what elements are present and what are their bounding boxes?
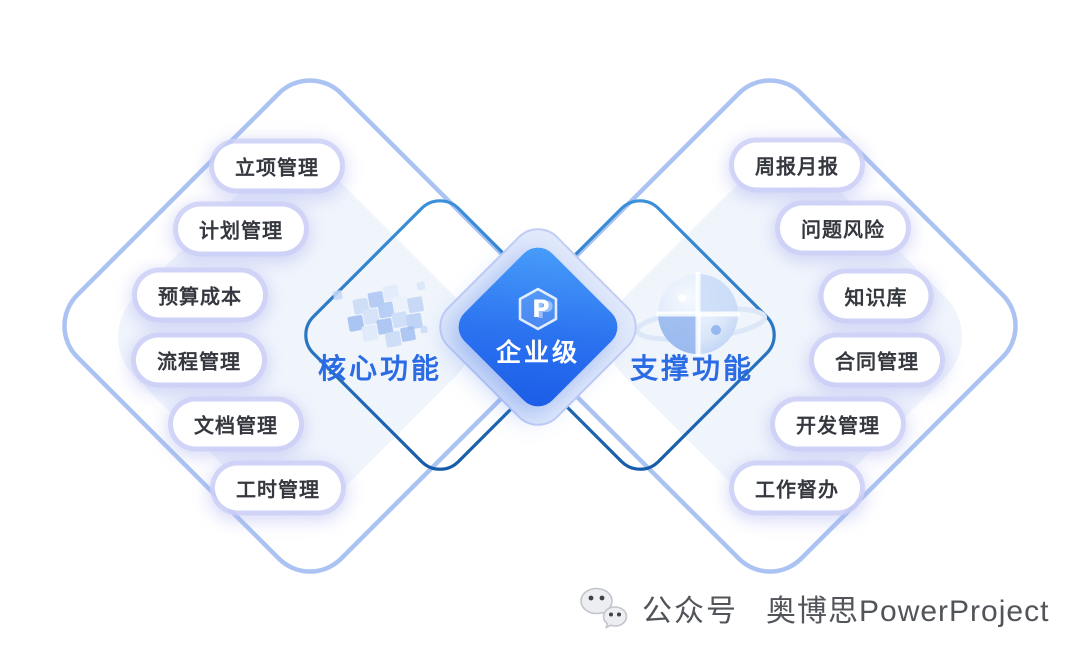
feature-pill-budget-cost: 预算成本 — [137, 272, 263, 318]
wechat-icon — [580, 587, 628, 629]
wechat-account-name: 奥博思PowerProject — [766, 595, 1050, 628]
footer: 公众号 奥博思PowerProject — [578, 586, 1049, 630]
feature-pill-knowledge-base: 知识库 — [823, 273, 929, 319]
feature-pill-document-management: 文档管理 — [173, 401, 299, 447]
feature-pill-dev-management: 开发管理 — [775, 401, 901, 447]
outer-diamond-left — [62, 78, 558, 574]
feature-pill-contract-management: 合同管理 — [814, 337, 940, 383]
svg-text:P: P — [536, 296, 554, 324]
core-functions-title: 核心功能 — [317, 353, 443, 384]
cubes-3d-icon — [332, 281, 428, 348]
wechat-account-label: 公众号 — [642, 595, 738, 628]
feature-pill-work-supervision: 工作督办 — [734, 465, 860, 511]
support-functions-title: 支撑功能 — [629, 353, 755, 384]
powerproject-cube-logo-icon: P P — [518, 287, 558, 330]
feature-pill-issue-risk: 问题风险 — [780, 205, 906, 251]
feature-pill-plan-management: 计划管理 — [178, 206, 304, 252]
enterprise-label: 企业级 — [495, 338, 580, 367]
feature-pill-weekly-monthly-report: 周报月报 — [734, 142, 860, 188]
globe-icon — [634, 272, 768, 356]
feature-pill-project-initiation: 立项管理 — [214, 143, 340, 189]
outer-diamond-right — [522, 78, 1018, 574]
enterprise-diamond: P P 企业级 — [450, 239, 626, 415]
enterprise-diamond-content: P P 企业级 — [476, 265, 600, 389]
feature-pill-process-management: 流程管理 — [136, 337, 262, 383]
feature-pill-timesheet-management: 工时管理 — [215, 465, 341, 511]
svg-text:P: P — [532, 295, 550, 323]
